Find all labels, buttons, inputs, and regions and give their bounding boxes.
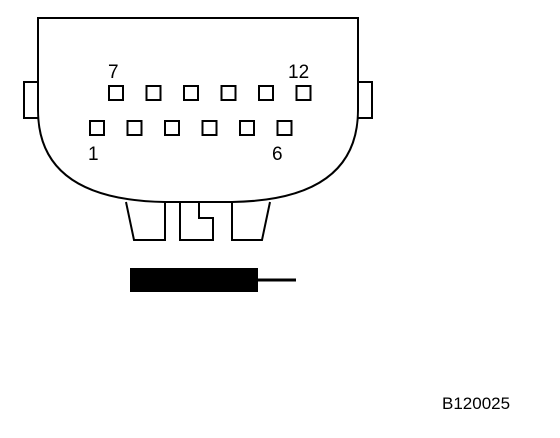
bottom-key-left	[125, 201, 166, 241]
pin-cavity-8	[145, 85, 162, 101]
pin-cavity-6	[276, 120, 293, 136]
bottom-key-center	[179, 202, 214, 241]
pin-cavity-2	[126, 120, 143, 136]
pin-label-1: 1	[88, 144, 99, 165]
pin-cavity-4	[201, 120, 218, 136]
figure-code: B120025	[442, 394, 510, 413]
top-pin-row	[108, 85, 312, 101]
pin-cavity-12	[295, 85, 312, 101]
pin-cavity-1	[89, 120, 105, 136]
pin-label-12: 12	[288, 62, 309, 83]
terminal-probe-body	[130, 268, 258, 292]
pin-cavity-11	[258, 85, 274, 101]
pin-cavity-5	[239, 120, 255, 136]
connector-housing	[37, 17, 359, 203]
pin-cavity-10	[220, 85, 237, 101]
pin-label-7: 7	[108, 62, 119, 83]
pin-cavity-9	[183, 85, 199, 101]
pin-cavity-3	[164, 120, 180, 136]
pin-label-6: 6	[272, 144, 283, 165]
left-lock-tab	[23, 81, 38, 119]
bottom-key-right	[231, 201, 271, 241]
bottom-pin-row	[89, 120, 293, 136]
pin-cavity-7	[108, 85, 124, 101]
right-lock-tab	[358, 81, 373, 119]
